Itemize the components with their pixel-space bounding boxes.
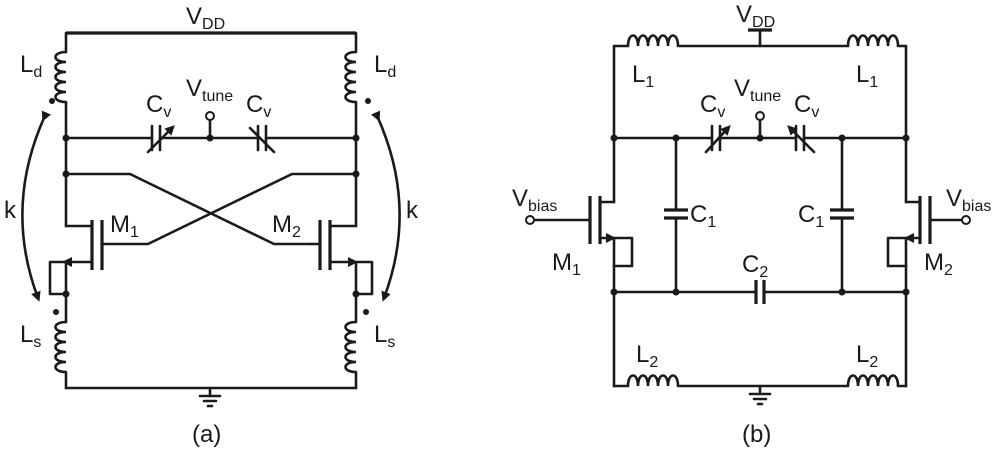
vdd-label-b: VDD (736, 1, 775, 31)
c1-label-left: C1 (690, 201, 716, 231)
coupling-arcs-a (21, 110, 401, 302)
vtune-label-b: Vtune (734, 75, 781, 105)
transistor-m1-a (48, 220, 114, 296)
ground-a (64, 386, 358, 408)
cross-coupling-a (62, 136, 360, 246)
k-label-right: k (406, 197, 419, 224)
c1-label-right: C1 (798, 201, 824, 231)
l1-label-right: L1 (856, 61, 878, 91)
l2-label-left: L2 (636, 341, 658, 371)
capacitor-c2 (610, 280, 910, 304)
k-label-left: k (4, 197, 17, 224)
vbias-label-right: Vbias (946, 185, 991, 215)
cv-label-a-left: Cv (146, 91, 171, 121)
right-drain-inductor (344, 31, 371, 140)
transistor-m1-b (525, 136, 634, 294)
cv-label-a-right: Cv (246, 91, 271, 121)
m2-label-a: M2 (272, 211, 301, 241)
ld-label-right: Ld (374, 51, 396, 81)
vbias-label-left: Vbias (512, 185, 557, 215)
m2-label-b: M2 (924, 249, 953, 279)
vtune-label-a: Vtune (186, 75, 233, 105)
l2-label-right: L2 (856, 341, 878, 371)
vdd-label-a: VDD (186, 3, 225, 33)
top-rail-b (612, 28, 908, 140)
caption-a: (a) (192, 421, 221, 448)
left-drain-inductor (49, 31, 68, 140)
c2-label: C2 (742, 251, 768, 281)
cv-label-b-left: Cv (700, 91, 725, 121)
ls-label-left: Ls (20, 321, 41, 351)
l1-label-left: L1 (632, 61, 654, 91)
circuit-a: VDD Ld Ld (4, 3, 419, 448)
bottom-rail-b (612, 290, 908, 406)
capacitor-c1-left (664, 136, 688, 294)
transistor-m2-b (886, 136, 971, 294)
left-source-inductor (53, 290, 70, 390)
circuit-b: VDD L1 L1 Cv Cv Vtune (512, 1, 991, 448)
transistor-m2-a (308, 220, 374, 296)
right-source-inductor (344, 290, 369, 390)
varactor-row-b (610, 111, 910, 154)
varactor-row-a (62, 111, 360, 154)
m1-label-a: M1 (110, 211, 139, 241)
ld-label-left: Ld (20, 51, 42, 81)
ls-label-right: Ls (374, 321, 395, 351)
caption-b: (b) (742, 421, 771, 448)
m1-label-b: M1 (552, 249, 581, 279)
cv-label-b-right: Cv (794, 91, 819, 121)
capacitor-c1-right (830, 136, 854, 294)
